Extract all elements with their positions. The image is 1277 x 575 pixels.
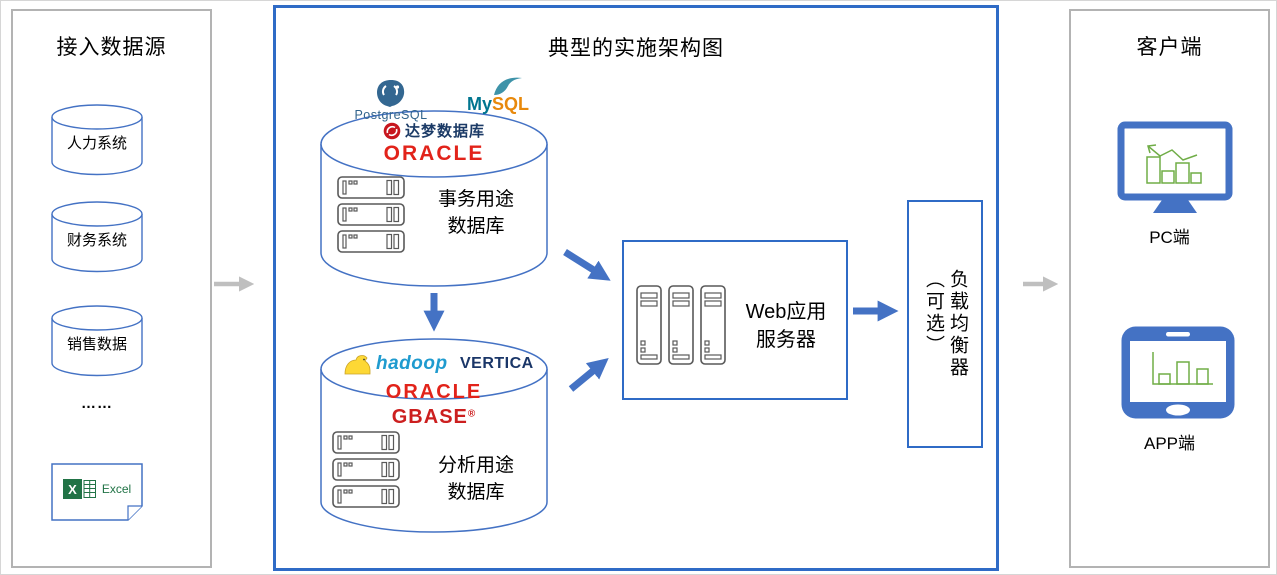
hadoop-elephant-icon: [344, 355, 371, 375]
postgresql-elephant-icon: [377, 80, 405, 107]
transactional-db-label: 事务用途 数据库: [437, 189, 514, 237]
source-cylinder-hr: 人力系统: [51, 104, 143, 176]
tower-server-stack: [636, 285, 726, 365]
source-cylinder-finance: 财务系统: [51, 201, 143, 273]
web-server-box: Web应用 服务器: [622, 240, 848, 400]
monitor-icon: [1117, 121, 1233, 213]
tablet-icon: [1121, 326, 1235, 419]
app-client: [1121, 326, 1235, 419]
hadoop-label: hadoop: [376, 352, 448, 374]
database-cylinder-icon: [51, 305, 143, 377]
rack-server-stack: [332, 431, 400, 511]
hadoop-logo: hadoop: [342, 351, 448, 376]
database-cylinder-icon: [51, 104, 143, 176]
postgresql-label: PostgreSQL: [354, 108, 428, 122]
source-label: 销售数据: [66, 336, 127, 353]
mysql-logo: MySQL: [448, 74, 548, 115]
gbase-registered-mark: ®: [467, 408, 477, 420]
chart-icon: [1152, 352, 1213, 385]
chart-icon: [1146, 144, 1202, 184]
excel-icon: X: [62, 479, 96, 499]
vertica-logo: VERTICA: [460, 355, 534, 372]
analytical-db-label: 分析用途 数据库: [437, 455, 514, 503]
more-sources-ellipsis: ……: [81, 395, 113, 412]
load-balancer-box: 负载均衡器 （可选）: [907, 200, 983, 448]
pc-client: [1117, 121, 1233, 217]
data-sources-title: 接入数据源: [56, 36, 167, 59]
data-sources-panel: 接入数据源 人力系统 财务系统 销售数据 ……: [11, 9, 212, 568]
architecture-panel: 典型的实施架构图 PostgreSQL MySQL: [273, 5, 999, 571]
mysql-dolphin-icon: [494, 77, 522, 95]
oracle-logo: ORACLE: [383, 142, 485, 165]
tower-server-icon: [668, 285, 694, 365]
excel-source-card: X Excel: [51, 463, 143, 521]
app-client-label: APP端: [1143, 434, 1196, 453]
web-server-label: Web应用 服务器: [745, 301, 827, 351]
dameng-label: 达梦数据库: [404, 123, 485, 140]
rack-server-stack: [337, 176, 405, 256]
postgresql-logo: PostgreSQL: [336, 78, 446, 122]
source-label: 人力系统: [66, 135, 127, 152]
source-cylinder-sales: 销售数据: [51, 305, 143, 377]
dameng-icon: [383, 122, 401, 139]
mysql-label-sql: SQL: [492, 94, 530, 114]
pc-client-label: PC端: [1149, 228, 1190, 247]
architecture-title: 典型的实施架构图: [548, 37, 724, 60]
mysql-label-my: My: [466, 94, 492, 114]
load-balancer-note: （可选）: [923, 269, 944, 357]
tower-server-icon: [700, 285, 726, 365]
dameng-logo: 达梦数据库: [319, 120, 549, 141]
rack-server-icon: [337, 176, 405, 253]
gbase-logo: GBASE®: [391, 406, 477, 428]
oracle-logo-2: ORACLE: [385, 381, 483, 403]
tower-server-icon: [636, 285, 662, 365]
database-cylinder-icon: [51, 201, 143, 273]
clients-panel: 客户端 PC端: [1069, 9, 1270, 568]
rack-server-icon: [332, 431, 400, 508]
load-balancer-label: 负载均衡器: [947, 269, 968, 379]
svg-text:X: X: [68, 482, 77, 497]
source-label: 财务系统: [66, 232, 127, 249]
excel-label: Excel: [101, 482, 132, 496]
document-shape: [51, 463, 143, 521]
clients-title: 客户端: [1136, 36, 1203, 59]
